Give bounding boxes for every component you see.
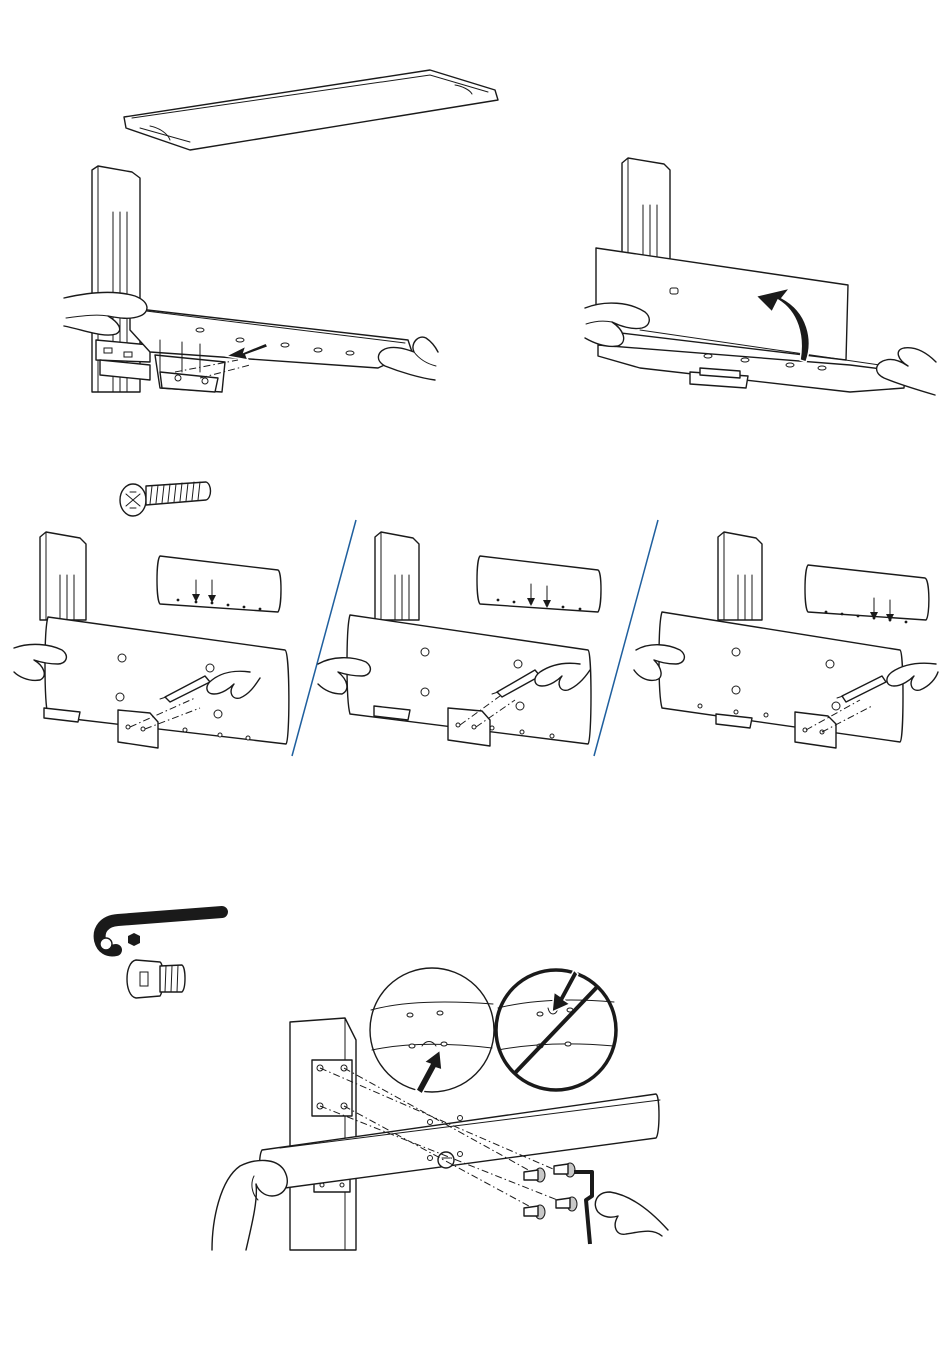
column: [290, 1018, 356, 1250]
bolt: [554, 1163, 575, 1177]
column: [622, 158, 670, 260]
shelf-panel: [659, 612, 903, 748]
shelf-top: [124, 70, 498, 150]
detail-correct-notch: [370, 968, 494, 1094]
prohibited-circle-icon: [496, 970, 616, 1090]
step-screw-position-3: [634, 532, 938, 748]
hex-key-icon: [100, 912, 222, 951]
column: [40, 532, 86, 620]
bolt: [524, 1205, 545, 1219]
button-head-bolt-icon: [127, 960, 185, 998]
step-screw-position-2: [318, 532, 601, 746]
panel-divider: [594, 520, 658, 756]
phillips-screw-icon: [120, 482, 211, 516]
position-callout: [157, 556, 281, 612]
step-bolt-arm-to-column: [212, 968, 668, 1250]
column: [718, 532, 762, 620]
step-tilt-shelf: [585, 158, 936, 395]
position-callout: [805, 565, 929, 623]
column: [375, 532, 419, 620]
position-callout: [477, 556, 601, 612]
panel-divider: [292, 520, 356, 756]
right-hand: [595, 1192, 668, 1236]
hex-socket-icon: [128, 933, 140, 946]
bolt: [524, 1168, 545, 1182]
hex-key: [574, 1172, 592, 1244]
step-screw-position-1: [14, 532, 289, 748]
left-hand: [212, 1160, 287, 1250]
bolt: [556, 1197, 577, 1211]
shelf-tilted: [596, 248, 848, 360]
step-slide-shelf: [64, 70, 498, 392]
left-hand: [585, 303, 649, 346]
